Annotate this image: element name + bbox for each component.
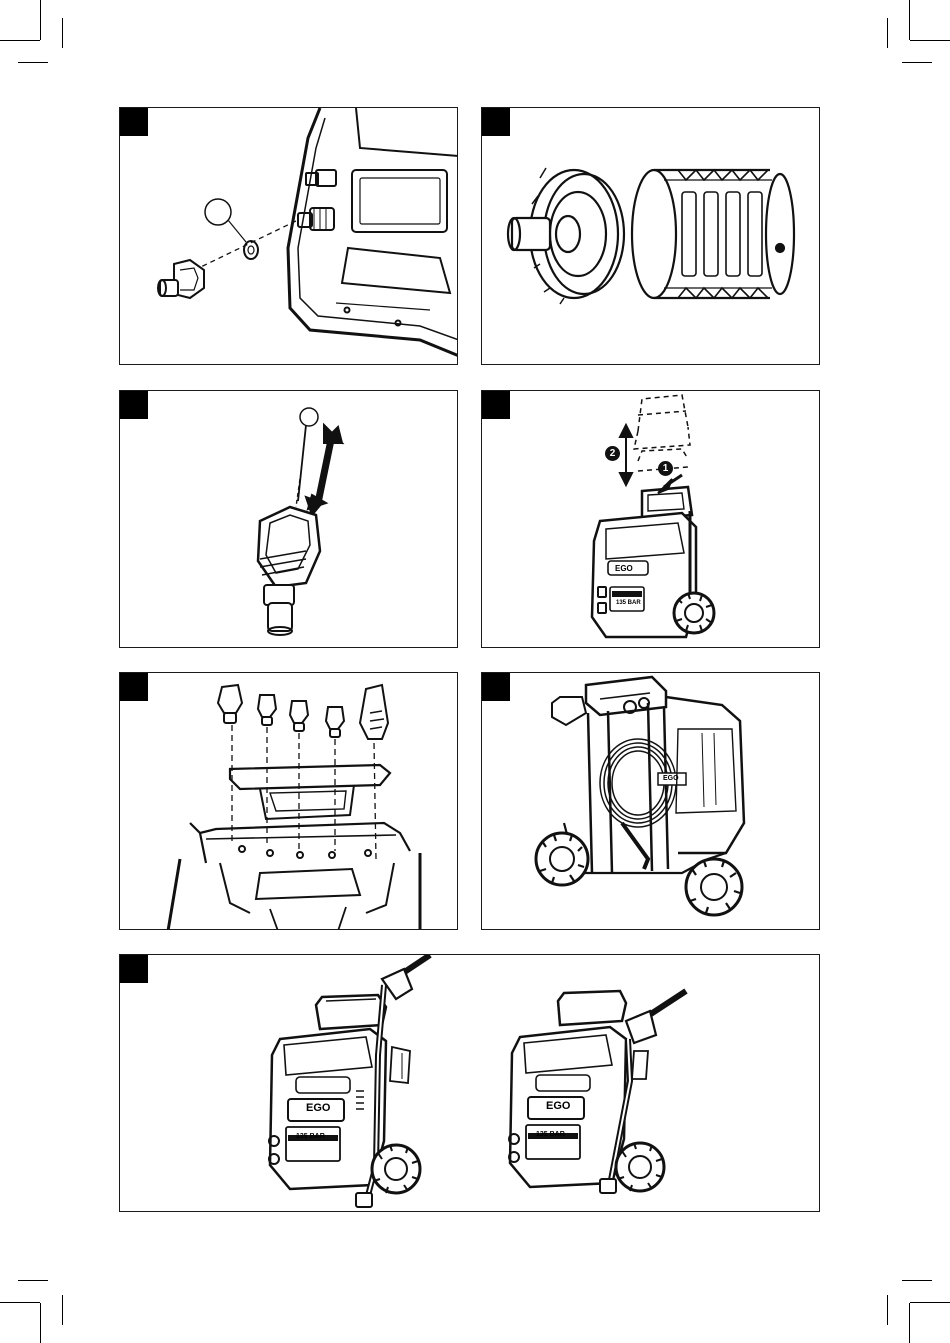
crop-mark bbox=[910, 40, 950, 41]
crop-mark bbox=[62, 18, 63, 48]
machine-left bbox=[269, 955, 430, 1207]
crop-mark bbox=[902, 62, 932, 63]
machine-right-rating: 135 BAR bbox=[536, 1131, 565, 1138]
nozzle-tips bbox=[218, 685, 388, 739]
crop-mark bbox=[62, 1295, 63, 1325]
nozzle-storage-illustration bbox=[120, 673, 458, 930]
spray-gun-storage-illustration bbox=[120, 955, 820, 1212]
crop-mark bbox=[40, 1303, 41, 1343]
crop-mark bbox=[887, 18, 888, 48]
crop-mark bbox=[887, 1295, 888, 1325]
crop-mark bbox=[0, 1302, 40, 1303]
crop-mark bbox=[0, 40, 40, 41]
machine-right bbox=[509, 991, 686, 1193]
figure-panel-d: 1 2 EGO 135 BAR bbox=[481, 390, 820, 648]
machine-brand-label: EGO bbox=[615, 564, 633, 573]
hose-strap-label: EGO bbox=[663, 775, 679, 782]
crop-mark bbox=[18, 62, 48, 63]
hose-storage-illustration bbox=[482, 673, 820, 930]
crop-mark bbox=[909, 0, 910, 40]
filter-screen-illustration bbox=[482, 108, 820, 365]
nozzle-cleaning-illustration bbox=[120, 391, 458, 648]
figure-panel-c bbox=[119, 390, 458, 648]
machine-left-brand: EGO bbox=[306, 1102, 330, 1114]
figure-panel-f: EGO bbox=[481, 672, 820, 930]
crop-mark bbox=[18, 1280, 48, 1281]
crop-mark bbox=[909, 1303, 910, 1343]
step-2-badge: 2 bbox=[605, 446, 620, 461]
machine-left-rating: 135 BAR bbox=[296, 1133, 325, 1140]
inlet-fitting-illustration bbox=[120, 108, 458, 365]
machine-right-brand: EGO bbox=[546, 1100, 570, 1112]
crop-mark bbox=[910, 1302, 950, 1303]
step-1-badge: 1 bbox=[658, 461, 673, 476]
machine-rating-label: 135 BAR bbox=[616, 600, 641, 606]
figure-panel-e bbox=[119, 672, 458, 930]
figure-panel-b bbox=[481, 107, 820, 365]
figure-panel-a bbox=[119, 107, 458, 365]
crop-mark bbox=[902, 1280, 932, 1281]
figure-panel-g: EGO 135 BAR EGO 135 BAR bbox=[119, 954, 820, 1212]
handle-extension-illustration bbox=[482, 391, 820, 648]
crop-mark bbox=[40, 0, 41, 40]
